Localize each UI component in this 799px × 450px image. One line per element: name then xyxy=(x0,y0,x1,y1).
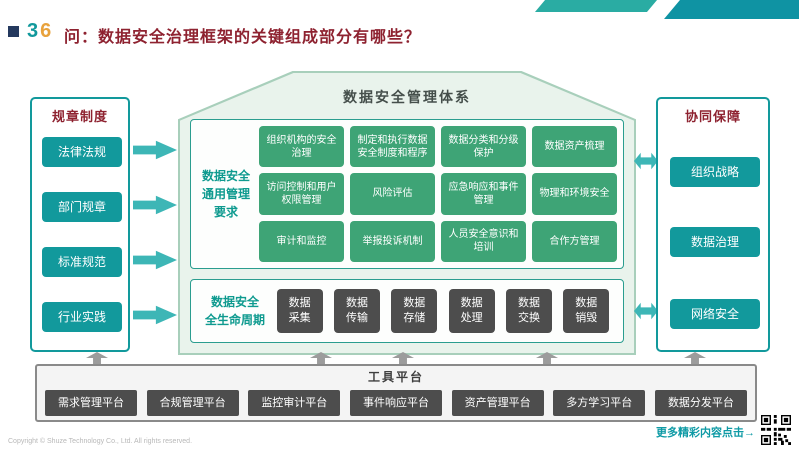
right-arrow-icon xyxy=(133,140,177,160)
right-arrow-icon xyxy=(133,305,177,325)
question-number-digit-1: 3 xyxy=(27,20,41,42)
tool-platform-box: 工具平台 需求管理平台 合规管理平台 监控审计平台 事件响应平台 资产管理平台 … xyxy=(35,364,757,422)
general-requirements-box: 数据安全 通用管理 要求 组织机构的安全治理 制定和执行数据安全制度和程序 数据… xyxy=(190,119,624,269)
general-requirement-item: 组织机构的安全治理 xyxy=(259,126,344,168)
lifecycle-stage: 数据 传输 xyxy=(333,289,380,333)
general-requirements-label: 数据安全 通用管理 要求 xyxy=(201,169,250,219)
lifecycle-items: 数据 采集 数据 传输 数据 存储 数据 处理 数据 交换 数据 销毁 xyxy=(271,289,615,333)
tool-platform-item: 监控审计平台 xyxy=(248,390,341,416)
double-arrow-icon xyxy=(634,302,658,320)
tool-platform-item: 资产管理平台 xyxy=(451,390,544,416)
lifecycle-stage: 数据 采集 xyxy=(276,289,323,333)
qr-code[interactable] xyxy=(761,415,791,445)
double-arrow-icon xyxy=(634,152,658,170)
regulation-item: 法律法规 xyxy=(42,137,122,167)
copyright-text: Copyright © Shuze Technology Co., Ltd. A… xyxy=(8,438,193,445)
general-requirement-item: 风险评估 xyxy=(350,173,435,215)
general-requirement-item: 合作方管理 xyxy=(532,220,617,262)
regulation-item: 标准规范 xyxy=(42,247,122,277)
lifecycle-label: 数据安全 全生命周期 xyxy=(204,295,265,327)
page-title: 问：数据安全治理框架的关键组成部分有哪些？ xyxy=(64,29,422,46)
collaboration-panel: 协同保障 组织战略 数据治理 网络安全 xyxy=(656,97,770,352)
tool-platform-item: 多方学习平台 xyxy=(553,390,646,416)
lifecycle-stage: 数据 销毁 xyxy=(563,289,610,333)
tool-platform-title: 工具平台 xyxy=(367,370,424,384)
general-requirement-item: 应急响应和事件管理 xyxy=(441,173,526,215)
regulations-panel-title: 规章制度 xyxy=(51,109,108,124)
tool-platform-item: 合规管理平台 xyxy=(146,390,239,416)
right-arrow-icon xyxy=(133,195,177,215)
management-system-title: 数据安全管理体系 xyxy=(343,89,471,105)
question-number: 36 xyxy=(27,20,53,43)
lifecycle-stage: 数据 处理 xyxy=(448,289,495,333)
top-decoration-bar-1 xyxy=(534,0,658,12)
collaboration-item: 网络安全 xyxy=(670,299,760,329)
general-requirement-item: 访问控制和用户权限管理 xyxy=(259,173,344,215)
general-requirement-item: 制定和执行数据安全制度和程序 xyxy=(350,126,435,168)
tool-platform-item: 事件响应平台 xyxy=(349,390,442,416)
tool-platform-item: 需求管理平台 xyxy=(45,390,137,416)
general-requirement-item: 数据资产梳理 xyxy=(532,126,617,168)
general-requirement-item: 举报投诉机制 xyxy=(350,220,435,262)
regulation-item: 行业实践 xyxy=(42,302,122,332)
lifecycle-stage: 数据 存储 xyxy=(391,289,438,333)
title-bullet xyxy=(8,26,19,37)
general-requirement-item: 数据分类和分级保护 xyxy=(441,126,526,168)
collaboration-item: 数据治理 xyxy=(670,227,760,257)
general-requirement-item: 物理和环境安全 xyxy=(532,173,617,215)
collaboration-panel-title: 协同保障 xyxy=(684,109,741,124)
general-requirements-grid: 组织机构的安全治理 制定和执行数据安全制度和程序 数据分类和分级保护 数据资产梳… xyxy=(259,126,617,262)
lifecycle-stage: 数据 交换 xyxy=(505,289,552,333)
regulations-panel: 规章制度 法律法规 部门规章 标准规范 行业实践 xyxy=(30,97,130,352)
right-arrow-icon xyxy=(133,250,177,270)
collaboration-item: 组织战略 xyxy=(670,157,760,187)
tool-platform-item: 数据分发平台 xyxy=(654,390,747,416)
general-requirement-item: 审计和监控 xyxy=(259,220,344,262)
general-requirement-item: 人员安全意识和培训 xyxy=(441,220,526,262)
more-content-link[interactable]: 更多精彩内容点击→ xyxy=(656,427,755,439)
question-number-digit-2: 6 xyxy=(40,20,54,42)
lifecycle-box: 数据安全 全生命周期 数据 采集 数据 传输 数据 存储 数据 处理 数据 交换… xyxy=(190,279,624,343)
tool-platform-items: 需求管理平台 合规管理平台 监控审计平台 事件响应平台 资产管理平台 多方学习平… xyxy=(45,390,747,416)
regulation-item: 部门规章 xyxy=(42,192,122,222)
management-system-house: 数据安全管理体系 数据安全 通用管理 要求 组织机构的安全治理 制定和执行数据安… xyxy=(178,71,636,355)
top-decoration-bar-2 xyxy=(664,0,799,19)
